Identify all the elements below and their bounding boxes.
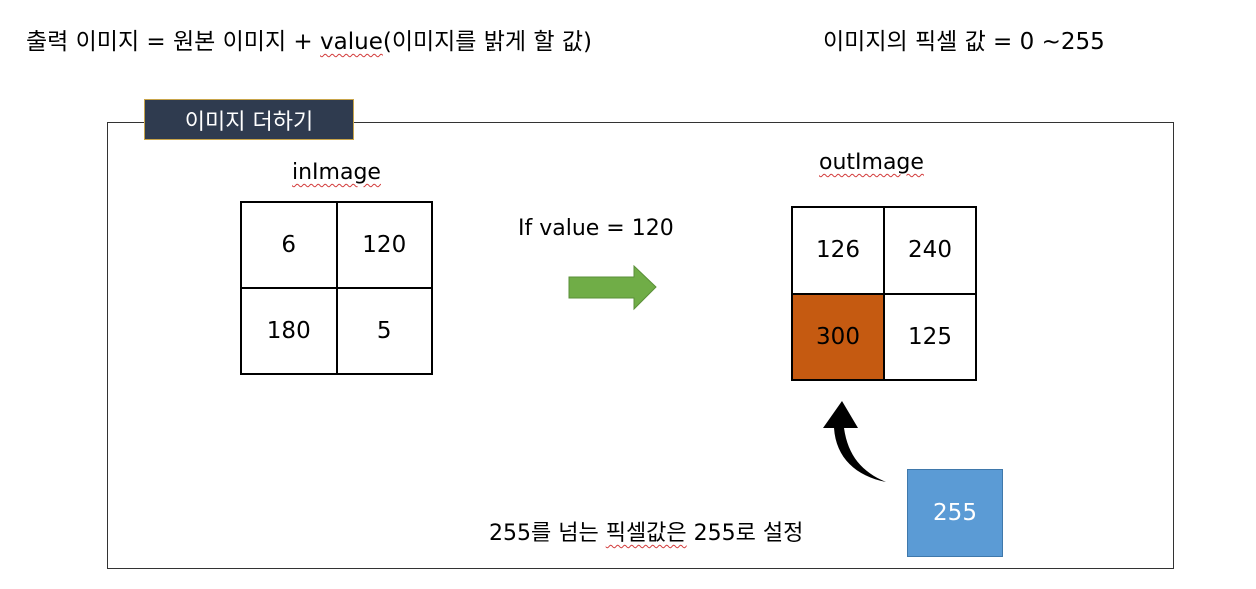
out-cell: 125 — [884, 293, 976, 380]
out-cell: 126 — [792, 207, 884, 294]
pixel-range-text: 이미지의 픽셀 값 = 0 ~255 — [823, 29, 1105, 55]
in-cell: 5 — [336, 288, 432, 374]
in-cell: 120 — [336, 202, 432, 288]
caption-part3: 255로 설정 — [686, 521, 804, 546]
in-image-grid: 6 120 180 5 — [240, 201, 433, 375]
formula-value-word: value — [320, 29, 383, 55]
condition-text: If value = 120 — [518, 216, 674, 241]
in-cell: 180 — [241, 288, 337, 374]
out-image-grid: 126 240 300 125 — [791, 206, 977, 381]
clip-value-box: 255 — [907, 469, 1003, 557]
caption-part1: 255를 넘는 — [489, 521, 606, 546]
out-cell: 240 — [884, 207, 976, 294]
arrow-right-icon — [568, 265, 657, 311]
formula-text: 출력 이미지 = 원본 이미지 + value(이미지를 밝게 할 값) — [26, 26, 592, 58]
out-image-label: outImage — [819, 150, 924, 175]
caption-part2: 픽셀값은 — [605, 521, 687, 546]
curved-arrow-up-icon — [823, 401, 886, 482]
diagram-frame — [107, 122, 1174, 569]
in-cell: 6 — [241, 202, 337, 288]
in-image-label: inImage — [292, 160, 381, 185]
out-cell-overflow: 300 — [792, 293, 884, 380]
caption-text: 255를 넘는 픽셀값은 255로 설정 — [489, 519, 803, 549]
section-title: 이미지 더하기 — [144, 99, 354, 140]
formula-lhs: 출력 이미지 = 원본 이미지 + — [26, 29, 321, 55]
formula-rhs: (이미지를 밝게 할 값) — [382, 29, 593, 55]
